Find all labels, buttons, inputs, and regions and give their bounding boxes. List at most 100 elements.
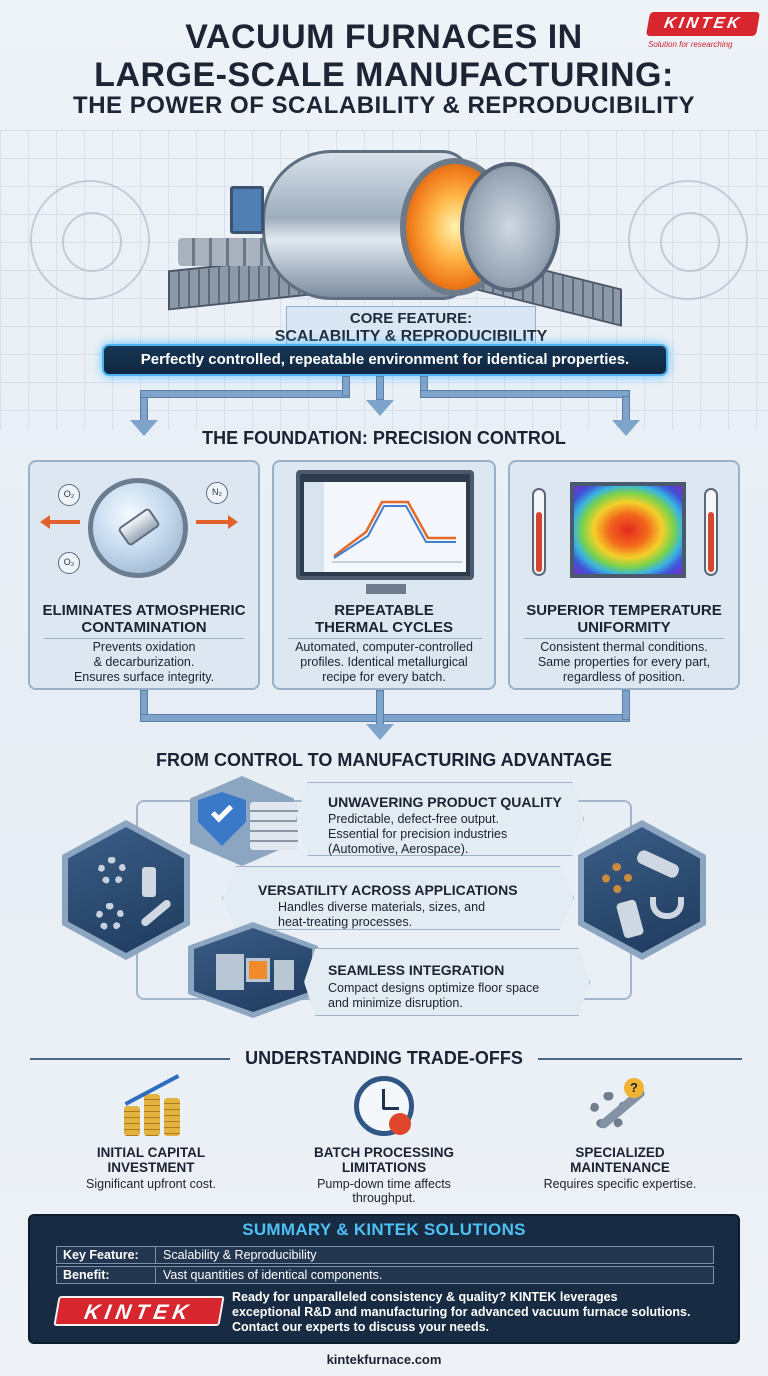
gear-outline-right-icon: [628, 180, 748, 300]
thermometer-right-icon: [704, 488, 718, 576]
arrow-down-icon: [366, 400, 394, 416]
card-text: profiles. Identical metallurgical: [300, 655, 468, 669]
arrow-out-right-icon: [196, 520, 228, 524]
summary-row: Benefit: Vast quantities of identical co…: [56, 1266, 714, 1284]
footer-url[interactable]: kintekfurnace.com: [326, 1352, 442, 1367]
tradeoff-text: Requires specific expertise.: [543, 1177, 697, 1191]
card-text: Prevents oxidation: [92, 640, 196, 654]
wrench-gear-icon: ?: [584, 1078, 654, 1138]
summary-key: Key Feature:: [63, 1248, 139, 1262]
arrow-out-left-icon: [40, 515, 50, 529]
card-title: CONTAMINATION: [81, 619, 207, 636]
clock-pause-icon: [354, 1076, 414, 1136]
flow-pipe: [140, 396, 148, 422]
summary-cta: Ready for unparalleled consistency & qua…: [232, 1290, 732, 1335]
summary-key: Benefit:: [63, 1268, 110, 1282]
advantage-title: UNWAVERING PRODUCT QUALITY: [328, 794, 562, 810]
control-panel-icon: [230, 186, 264, 234]
cta-line: Ready for unparalleled consistency & qua…: [232, 1290, 618, 1304]
divider: [155, 1267, 156, 1283]
card-text: & decarburization.: [93, 655, 195, 669]
arrow-out-right-icon: [228, 515, 238, 529]
flow-pipe: [342, 376, 350, 396]
advantage-card-versatility: [222, 866, 574, 930]
coins-chart-icon: [118, 1072, 188, 1138]
advantage-card-quality: [296, 782, 584, 856]
monitor-stand: [366, 584, 406, 594]
card-title: ELIMINATES ATMOSPHERIC: [42, 602, 246, 619]
card-title: THERMAL CYCLES: [314, 619, 454, 636]
card-text: recipe for every batch.: [322, 670, 446, 684]
card-text: regardless of position.: [562, 670, 686, 684]
divider-left: [30, 1058, 230, 1060]
flow-pipe: [376, 690, 384, 726]
tradeoff-title: LIMITATIONS: [341, 1160, 427, 1175]
advantage-title: SEAMLESS INTEGRATION: [328, 962, 505, 978]
flow-pipe: [622, 690, 630, 720]
arrow-out-left-icon: [48, 520, 80, 524]
card-text: Same properties for every part,: [537, 655, 711, 669]
flow-pipe: [622, 396, 630, 422]
card-title: UNIFORMITY: [577, 619, 671, 636]
advantage-text: Compact designs optimize floor space: [328, 981, 540, 995]
metal-stack-icon: [250, 802, 298, 850]
tradeoff-text: throughput.: [352, 1191, 416, 1205]
nitrogen-molecule-icon: N₂: [206, 482, 228, 504]
cta-line: Contact our experts to discuss your need…: [232, 1320, 490, 1334]
advantage-heading: FROM CONTROL TO MANUFACTURING ADVANTAGE: [156, 750, 612, 770]
core-feature-label: CORE FEATURE:: [349, 310, 473, 327]
advantage-text: (Automotive, Aerospace).: [328, 842, 469, 856]
card-title: REPEATABLE: [334, 602, 434, 619]
card-text: Automated, computer-controlled: [295, 640, 473, 654]
flow-pipe: [420, 390, 630, 398]
furnace-door: [460, 162, 560, 292]
heatmap-icon: [570, 482, 686, 578]
divider: [288, 638, 482, 639]
thermal-profile-graph: [304, 482, 462, 572]
summary-heading: SUMMARY & KINTEK SOLUTIONS: [242, 1220, 526, 1239]
oxygen-molecule-icon: O₂: [58, 484, 80, 506]
tradeoff-title: BATCH PROCESSING: [313, 1145, 454, 1160]
summary-value: Vast quantities of identical components.: [163, 1268, 383, 1282]
thermometer-left-icon: [532, 488, 546, 576]
flow-pipe: [140, 714, 630, 722]
flow-pipe: [140, 390, 350, 398]
arrow-down-icon: [366, 724, 394, 740]
tradeoff-title: MAINTENANCE: [570, 1160, 670, 1175]
card-text: Consistent thermal conditions.: [540, 640, 708, 654]
oxygen-molecule-icon: O₂: [58, 552, 80, 574]
monitor-screen: [304, 482, 466, 572]
page-subtitle: THE POWER OF SCALABILITY & REPRODUCIBILI…: [73, 92, 695, 119]
flow-pipe: [376, 376, 384, 400]
summary-row: Key Feature: Scalability & Reproducibili…: [56, 1246, 714, 1264]
foundation-heading: THE FOUNDATION: PRECISION CONTROL: [202, 428, 566, 448]
title-line-1: VACUUM FURNACES IN: [185, 18, 583, 56]
tradeoffs-heading: UNDERSTANDING TRADE-OFFS: [245, 1048, 523, 1068]
card-text: Ensures surface integrity.: [73, 670, 215, 684]
tradeoff-text: Significant upfront cost.: [86, 1177, 216, 1191]
divider-right: [538, 1058, 742, 1060]
arrow-down-icon: [612, 420, 640, 436]
summary-value: Scalability & Reproducibility: [163, 1248, 317, 1262]
advantage-title: VERSATILITY ACROSS APPLICATIONS: [258, 882, 518, 898]
kintek-logo[interactable]: KINTEK: [645, 12, 761, 36]
advantage-text: Predictable, defect-free output.: [328, 812, 499, 826]
core-feature-banner: Perfectly controlled, repeatable environ…: [102, 344, 668, 376]
tradeoff-title: INITIAL CAPITAL: [96, 1145, 206, 1160]
tradeoff-text: Pump-down time affects: [317, 1177, 451, 1191]
title-line-2: LARGE-SCALE MANUFACTURING:: [94, 56, 674, 94]
advantage-card-integration: [304, 948, 590, 1016]
kintek-logo-summary[interactable]: KINTEK: [53, 1296, 225, 1326]
card-title: SUPERIOR TEMPERATURE: [526, 602, 722, 619]
divider: [524, 638, 724, 639]
tradeoff-title: SPECIALIZED: [575, 1145, 665, 1160]
cta-line: exceptional R&D and manufacturing for ad…: [232, 1305, 691, 1319]
arrow-down-icon: [130, 420, 158, 436]
advantage-text: Handles diverse materials, sizes, and: [278, 900, 486, 914]
advantage-text: heat-treating processes.: [278, 915, 413, 929]
advantage-text: and minimize disruption.: [328, 996, 463, 1010]
gear-outline-left-icon: [30, 180, 150, 300]
advantage-text: Essential for precision industries: [328, 827, 508, 841]
divider: [155, 1247, 156, 1263]
divider: [44, 638, 244, 639]
